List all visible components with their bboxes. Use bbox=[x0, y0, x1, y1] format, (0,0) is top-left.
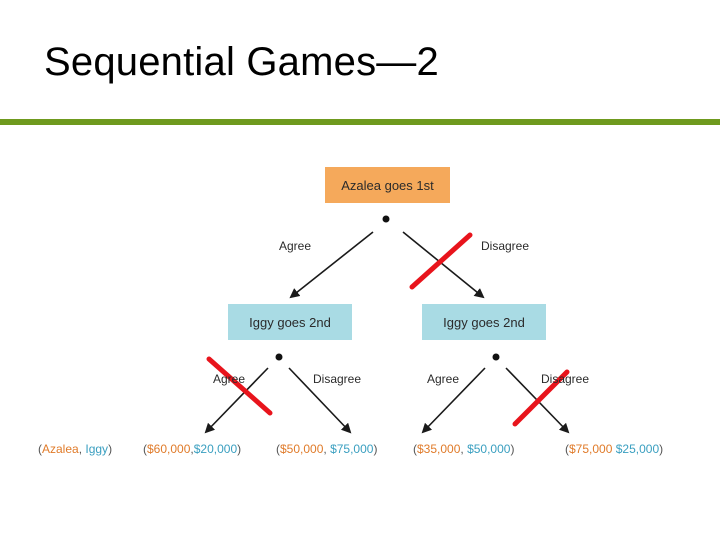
right-agree-label: Agree bbox=[427, 372, 460, 386]
left-agree-label: Agree bbox=[213, 372, 246, 386]
first-mover-label: Azalea goes 1st bbox=[341, 177, 434, 193]
second-mover-box-right: Iggy goes 2nd bbox=[422, 304, 546, 340]
payoff-disagree-disagree: ($75,000 $25,000) bbox=[565, 442, 664, 456]
cross-out-root-disagree bbox=[409, 232, 473, 290]
root-disagree-label: Disagree bbox=[481, 239, 530, 253]
branch-root-disagree bbox=[402, 231, 485, 299]
payoff-disagree-agree: ($35,000, $50,000) bbox=[413, 442, 515, 456]
first-mover-box: Azalea goes 1st bbox=[325, 167, 450, 203]
left-node bbox=[275, 353, 283, 361]
payoff-legend: (Azalea, Iggy) bbox=[38, 442, 113, 456]
right-node bbox=[492, 353, 500, 361]
branch-left-agree bbox=[204, 367, 269, 434]
left-disagree-label: Disagree bbox=[313, 372, 362, 386]
cross-out-right-disagree bbox=[512, 369, 570, 427]
root-agree-label: Agree bbox=[279, 239, 312, 253]
payoff-legend-second: Iggy bbox=[85, 442, 109, 456]
payoff-legend-first: Azalea bbox=[42, 442, 79, 456]
slide-title: Sequential Games—2 bbox=[44, 40, 439, 84]
payoff-agree-disagree: ($50,000, $75,000) bbox=[276, 442, 378, 456]
second-mover-box-left: Iggy goes 2nd bbox=[228, 304, 352, 340]
second-mover-label-left: Iggy goes 2nd bbox=[249, 314, 331, 330]
branch-right-agree bbox=[421, 367, 486, 434]
second-mover-label-right: Iggy goes 2nd bbox=[443, 314, 525, 330]
payoff-agree-agree: ($60,000,$20,000) bbox=[143, 442, 242, 456]
right-disagree-label: Disagree bbox=[541, 372, 590, 386]
title-divider bbox=[0, 119, 720, 125]
branch-root-agree bbox=[289, 231, 374, 299]
cross-out-left-agree bbox=[206, 356, 273, 416]
branch-left-disagree bbox=[288, 367, 352, 434]
root-node bbox=[382, 215, 390, 223]
